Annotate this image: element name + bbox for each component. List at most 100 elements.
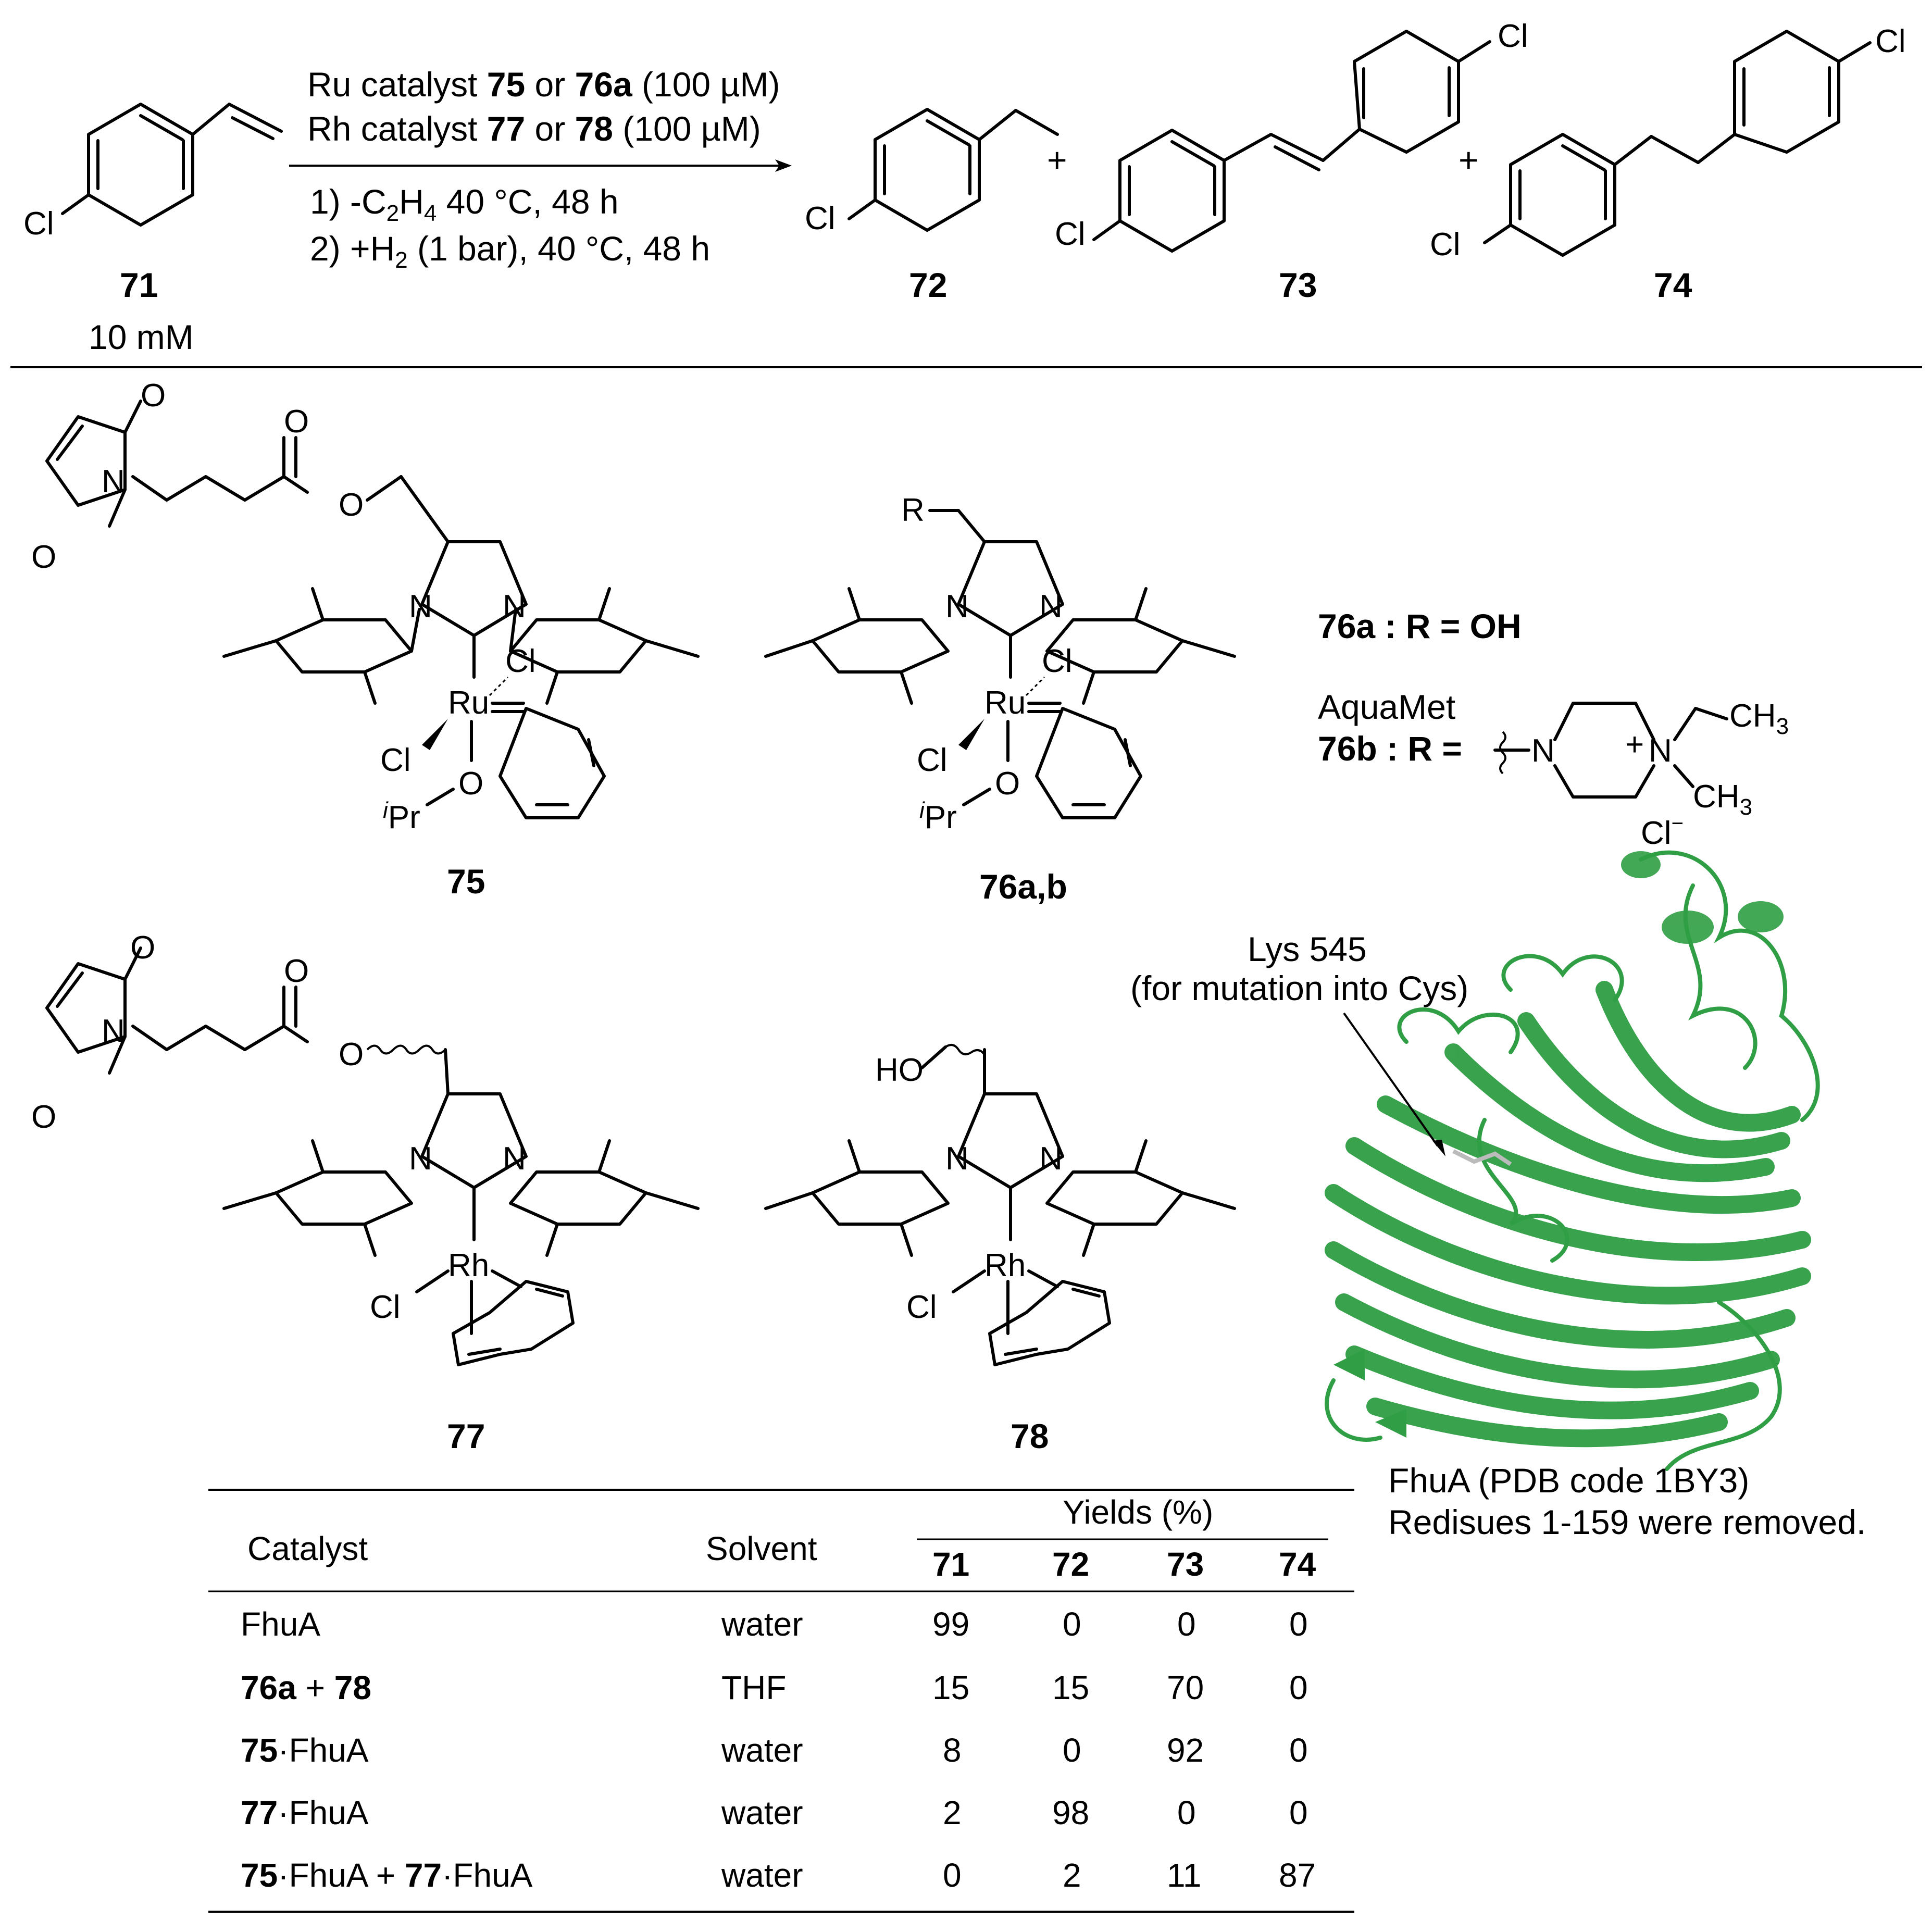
catalyst-78-structure: HO N N Rh Cl [764, 1044, 1236, 1366]
svg-text:water: water [721, 1794, 803, 1831]
catalyst-77-structure: O O N O O N N Rh Cl [31, 930, 700, 1366]
reaction-conditions: Ru catalyst 75 or 76a (100 µM) Rh cataly… [289, 65, 792, 273]
svg-text:Ru catalyst 75 or 76a (100 µM): Ru catalyst 75 or 76a (100 µM) [307, 65, 780, 104]
table-row: 77·FhuA water 2 98 0 0 [241, 1794, 1308, 1831]
substrate-concentration: 10 mM [89, 318, 194, 356]
product-73-structure: Cl Cl [1055, 18, 1528, 253]
svg-text:0: 0 [1177, 1794, 1196, 1831]
substrate-71-structure: Cl [23, 103, 283, 242]
product-72-structure: Cl [805, 108, 1059, 236]
svg-text:O: O [995, 766, 1020, 802]
svg-text:FhuA: FhuA [241, 1605, 320, 1643]
svg-text:Cl: Cl [805, 201, 836, 236]
svg-text:HO: HO [875, 1052, 924, 1088]
col-header-catalyst: Catalyst [247, 1530, 368, 1567]
svg-text:O: O [339, 1037, 364, 1073]
svg-text:0: 0 [1063, 1605, 1081, 1643]
svg-text:THF: THF [721, 1669, 786, 1706]
fhua-caption-2: Redisues 1-159 were removed. [1388, 1503, 1866, 1541]
svg-text:Cl: Cl [917, 742, 948, 778]
svg-text:Cl: Cl [1042, 643, 1073, 679]
svg-text:Cl−: Cl− [1641, 812, 1684, 851]
table-row: FhuA water 99 0 0 0 [241, 1605, 1308, 1643]
piperazinium-group: N + N CH3 CH3 Cl− [1493, 698, 1789, 851]
svg-text:2: 2 [943, 1794, 962, 1831]
svg-text:Rh catalyst 77 or 78 (100 µM): Rh catalyst 77 or 78 (100 µM) [307, 109, 761, 148]
svg-text:98: 98 [1052, 1794, 1089, 1831]
svg-text:N: N [102, 464, 125, 500]
product-label-72: 72 [909, 266, 947, 304]
svg-text:75·FhuA: 75·FhuA [241, 1731, 369, 1769]
svg-text:O: O [31, 539, 56, 575]
svg-text:Cl: Cl [370, 1289, 401, 1325]
svg-text:CH3: CH3 [1729, 698, 1789, 739]
svg-text:99: 99 [932, 1605, 969, 1643]
lys545-pointer [1343, 1012, 1439, 1147]
svg-text:76a + 78: 76a + 78 [241, 1669, 371, 1706]
svg-text:77·FhuA: 77·FhuA [241, 1794, 369, 1831]
svg-text:1) -C2H4 40 °C, 48 h: 1) -C2H4 40 °C, 48 h [310, 182, 619, 226]
svg-text:N: N [1039, 589, 1063, 625]
svg-text:O: O [458, 766, 483, 802]
svg-text:0: 0 [1289, 1794, 1308, 1831]
svg-text:Cl: Cl [1430, 227, 1461, 263]
svg-text:O: O [130, 930, 155, 966]
catalyst-label-76ab: 76a,b [979, 867, 1067, 906]
svg-text:Cl: Cl [1055, 216, 1086, 252]
col-header-73: 73 [1167, 1545, 1204, 1583]
svg-text:0: 0 [1289, 1669, 1308, 1706]
col-header-solvent: Solvent [706, 1530, 817, 1567]
svg-text:O: O [141, 378, 166, 414]
svg-text:15: 15 [1052, 1669, 1089, 1706]
catalyst-label-75: 75 [447, 862, 485, 901]
catalyst-label-78: 78 [1011, 1417, 1049, 1455]
r-group-76b: 76b : R = [1318, 729, 1462, 768]
svg-text:70: 70 [1167, 1669, 1204, 1706]
catalyst-75-structure: O O N O O N N Ru Cl Cl O [31, 378, 700, 836]
col-header-72: 72 [1052, 1545, 1089, 1583]
catalyst-76-structure: R N N Ru Cl Cl O iPr [764, 492, 1236, 836]
svg-text:Cl: Cl [380, 742, 411, 778]
svg-text:N: N [1039, 1141, 1063, 1177]
svg-text:+: + [1625, 727, 1644, 763]
svg-text:Cl: Cl [1498, 18, 1528, 54]
plus-sign: + [1459, 141, 1479, 179]
svg-text:Cl: Cl [906, 1289, 937, 1325]
svg-text:iPr: iPr [383, 797, 420, 836]
yields-table: Yields (%) Catalyst Solvent 71 72 73 74 … [208, 1489, 1354, 1913]
svg-text:75·FhuA + 77·FhuA: 75·FhuA + 77·FhuA [241, 1856, 533, 1894]
substrate-label-71: 71 [120, 266, 158, 304]
table-row: 75·FhuA + 77·FhuA water 0 2 11 87 [241, 1856, 1316, 1894]
fhua-protein-cartoon [1325, 850, 1820, 1471]
lys545-label: Lys 545 [1248, 930, 1367, 968]
svg-text:8: 8 [943, 1731, 962, 1769]
svg-text:N: N [503, 1141, 526, 1177]
svg-text:0: 0 [1289, 1605, 1308, 1643]
svg-text:Cl: Cl [1875, 23, 1906, 59]
yields-header: Yields (%) [1063, 1493, 1213, 1531]
svg-text:water: water [721, 1605, 803, 1643]
svg-text:N: N [409, 1141, 432, 1177]
svg-text:water: water [721, 1856, 803, 1894]
svg-text:2: 2 [1063, 1856, 1081, 1894]
catalyst-label-77: 77 [447, 1417, 485, 1455]
svg-text:Rh: Rh [984, 1248, 1026, 1283]
lys545-note: (for mutation into Cys) [1130, 969, 1468, 1007]
r-group-76a: 76a : R = OH [1318, 607, 1522, 645]
table-row: 76a + 78 THF 15 15 70 0 [241, 1669, 1308, 1706]
svg-text:water: water [721, 1731, 803, 1769]
svg-text:Cl: Cl [505, 643, 536, 679]
product-74-structure: Cl Cl [1430, 23, 1906, 263]
col-header-71: 71 [932, 1545, 969, 1583]
svg-text:O: O [284, 953, 309, 989]
svg-text:N: N [1649, 733, 1672, 769]
svg-text:0: 0 [1289, 1731, 1308, 1769]
chloro-atom: Cl [23, 206, 54, 242]
plus-sign: + [1047, 141, 1067, 179]
svg-text:N: N [945, 589, 969, 625]
aquamet-name: AquaMet [1318, 688, 1455, 726]
svg-text:N: N [1531, 733, 1555, 769]
svg-text:N: N [102, 1013, 125, 1049]
product-label-73: 73 [1279, 266, 1317, 304]
